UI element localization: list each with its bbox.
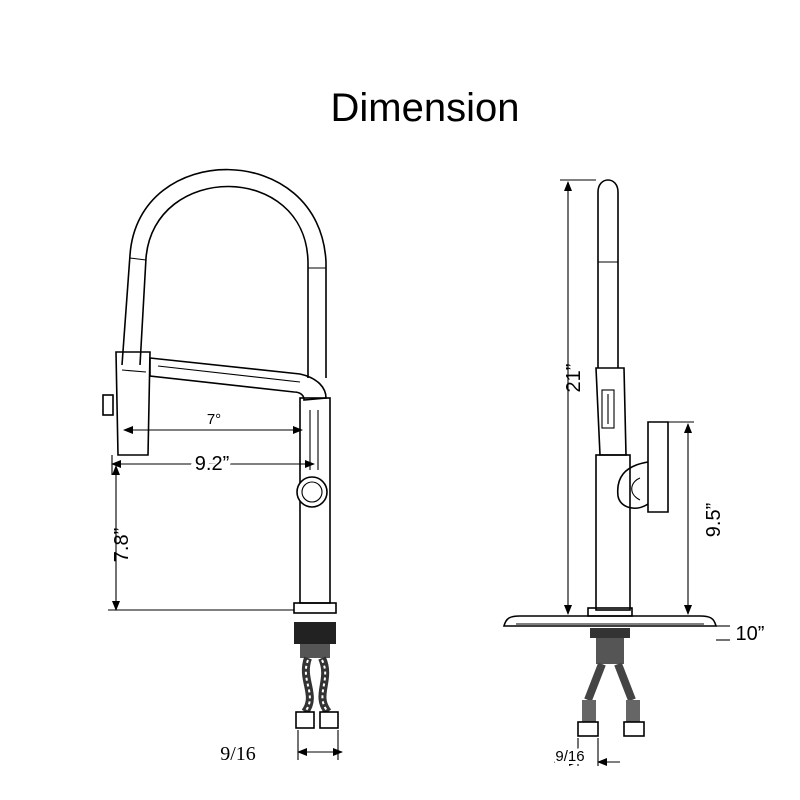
total-height-label: 21” bbox=[563, 364, 585, 393]
total-reach-label: 9.2” bbox=[195, 453, 229, 475]
side-hose-body bbox=[582, 700, 596, 722]
hose-braid bbox=[321, 659, 329, 713]
handle-ring bbox=[296, 476, 328, 508]
spout-arc-outer bbox=[121, 168, 327, 378]
side-tube bbox=[597, 179, 619, 368]
arc-joint bbox=[129, 257, 147, 261]
front-connector-label: 9/16 bbox=[220, 743, 256, 765]
side-hose-body bbox=[626, 700, 640, 722]
spray-button bbox=[102, 394, 114, 416]
page-title: Dimension bbox=[331, 86, 520, 130]
side-hose-left bbox=[584, 662, 606, 702]
mounting-nut bbox=[300, 644, 330, 658]
side-shank bbox=[596, 638, 624, 664]
side-shank-top bbox=[590, 628, 630, 638]
side-handle bbox=[647, 421, 669, 513]
hose-braid bbox=[304, 659, 311, 713]
spray-head-detail bbox=[121, 369, 147, 373]
spout-arc-inner bbox=[139, 185, 309, 378]
mounting-shank bbox=[294, 622, 336, 644]
hose-connector-left bbox=[295, 711, 315, 729]
deck-plate bbox=[502, 615, 718, 627]
front-view: 7° 9.2” 7.8” 9/16 bbox=[102, 168, 343, 765]
spout-reach-label: 7° bbox=[207, 411, 221, 428]
side-connector-left bbox=[577, 721, 599, 737]
spray-switch bbox=[601, 389, 615, 429]
side-body bbox=[595, 454, 631, 611]
deck-plate-label: 10” bbox=[736, 623, 765, 645]
spout-arm bbox=[149, 357, 327, 401]
arm-detail bbox=[157, 365, 301, 383]
spray-head bbox=[115, 351, 151, 456]
handle-height-label: 9.5” bbox=[703, 503, 725, 537]
side-hose-right bbox=[614, 662, 636, 702]
faucet-base bbox=[293, 602, 337, 614]
side-spray-head bbox=[595, 367, 627, 456]
spout-height-label: 7.8” bbox=[111, 528, 133, 562]
side-connector-right bbox=[623, 721, 645, 737]
side-view: 21” 9.5” 10” 9/16 bbox=[502, 179, 765, 768]
handle-mount-inner bbox=[631, 477, 641, 501]
hose-connector-right bbox=[319, 711, 339, 729]
handle-mount bbox=[616, 461, 649, 509]
handle-ring-inner bbox=[301, 481, 323, 503]
side-connector-label: 9/16 bbox=[555, 748, 584, 765]
